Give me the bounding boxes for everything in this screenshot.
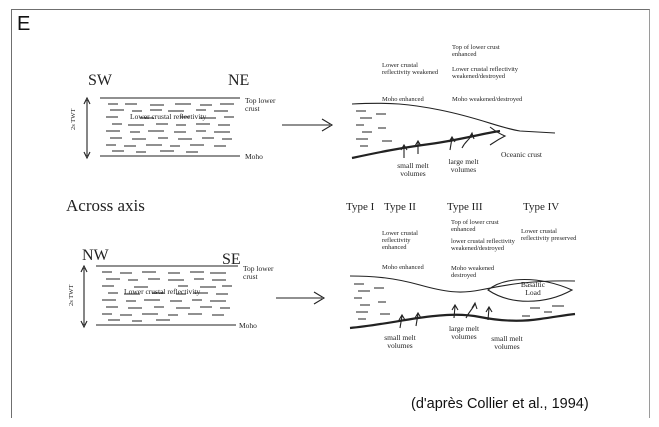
reflector-dashes-bottom-left	[102, 272, 232, 321]
bottom-right-moho-boundary	[350, 314, 575, 328]
transition-arrow-bottom	[276, 292, 324, 304]
oceanic-crust-lens	[490, 127, 505, 145]
transition-arrow-top	[282, 119, 332, 131]
bottom-right-upper-boundary	[350, 276, 575, 292]
reflector-dashes-top-right	[356, 111, 392, 146]
reflector-dashes-top-left	[106, 104, 234, 152]
melt-arrows-top	[401, 133, 474, 158]
top-right-moho-boundary	[352, 131, 500, 158]
